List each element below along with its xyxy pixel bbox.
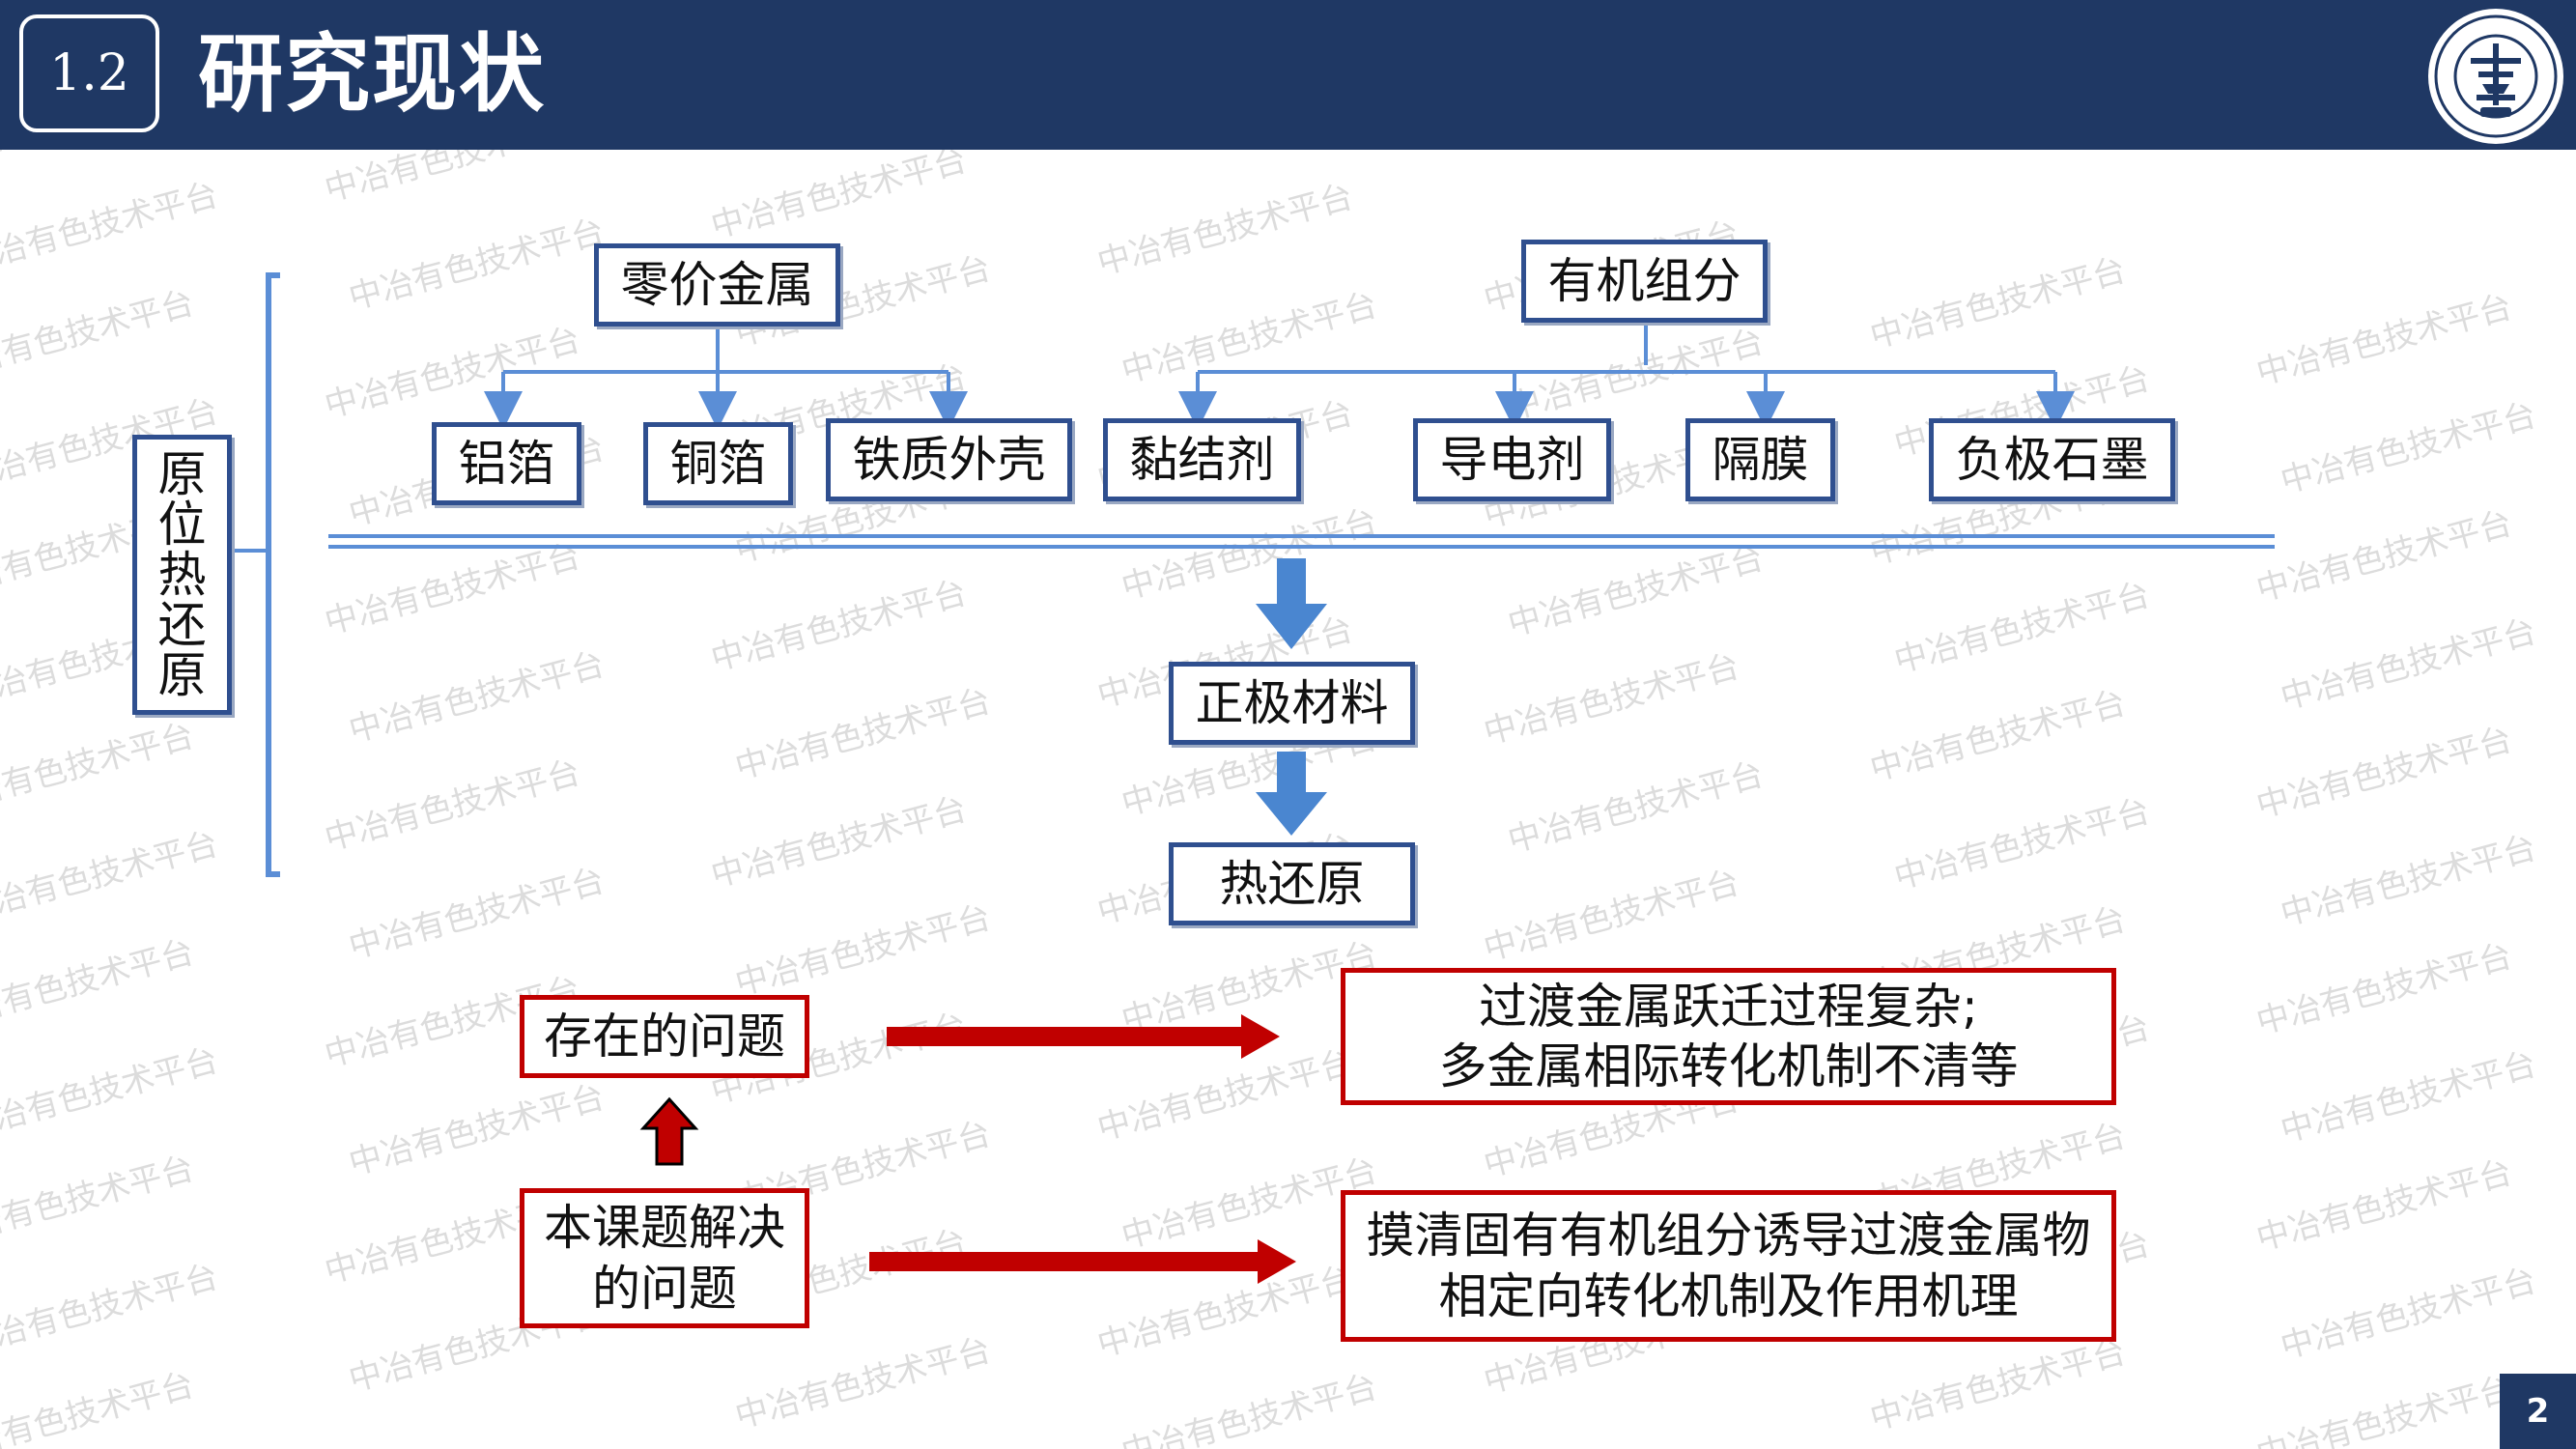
down-arrow-2 xyxy=(1256,752,1327,836)
thermal-reduction-box: 热还原 xyxy=(1169,842,1415,925)
cathode-material-box: 正极材料 xyxy=(1169,662,1415,745)
side-char: 原 xyxy=(157,446,207,502)
zero-valent-metal-box: 零价金属 xyxy=(594,243,840,327)
header-bar: 1.2 研究现状 xyxy=(0,0,2576,150)
side-bracket xyxy=(266,272,280,877)
red-arrow-solution xyxy=(869,1239,1296,1284)
separator-box: 隔膜 xyxy=(1685,418,1835,501)
page-title: 研究现状 xyxy=(198,24,547,124)
solved-line: 的问题 xyxy=(592,1260,737,1317)
university-logo xyxy=(2428,9,2563,144)
side-char: 还 xyxy=(157,597,207,653)
binder-box: 黏结剂 xyxy=(1103,418,1301,501)
solved-line: 本课题解决 xyxy=(544,1200,785,1256)
organic-components-box: 有机组分 xyxy=(1521,240,1768,323)
side-char: 热 xyxy=(157,547,207,603)
side-char: 位 xyxy=(157,497,207,553)
down-arrow-1 xyxy=(1256,558,1327,649)
problem-line: 过渡金属跃迁过程复杂; xyxy=(1479,978,1978,1035)
organic-tree-lines xyxy=(1178,322,2075,430)
existing-problems-box: 存在的问题 xyxy=(520,995,809,1078)
metal-tree-lines xyxy=(484,327,968,430)
page-number: 2 xyxy=(2500,1374,2576,1449)
in-situ-thermal-reduction-label: 原 位 热 还 原 xyxy=(132,435,232,715)
solved-problems-box: 本课题解决 的问题 xyxy=(520,1188,809,1328)
problem-description-box: 过渡金属跃迁过程复杂; 多金属相际转化机制不清等 xyxy=(1341,968,2116,1105)
solution-description-box: 摸清固有有机组分诱导过渡金属物 相定向转化机制及作用机理 xyxy=(1341,1190,2116,1342)
aluminum-foil-box: 铝箔 xyxy=(432,422,581,505)
solution-line: 摸清固有有机组分诱导过渡金属物 xyxy=(1366,1208,2091,1264)
side-char: 原 xyxy=(157,647,207,703)
copper-foil-box: 铜箔 xyxy=(643,422,793,505)
solution-line: 相定向转化机制及作用机理 xyxy=(1438,1267,2019,1324)
conductive-agent-box: 导电剂 xyxy=(1413,418,1611,501)
red-arrow-problems xyxy=(887,1014,1280,1059)
iron-casing-box: 铁质外壳 xyxy=(826,418,1072,501)
anode-graphite-box: 负极石墨 xyxy=(1929,418,2175,501)
divider-double-line xyxy=(328,534,2275,549)
section-number: 1.2 xyxy=(19,14,159,132)
red-up-arrow xyxy=(639,1096,699,1166)
problem-line: 多金属相际转化机制不清等 xyxy=(1438,1038,2019,1094)
